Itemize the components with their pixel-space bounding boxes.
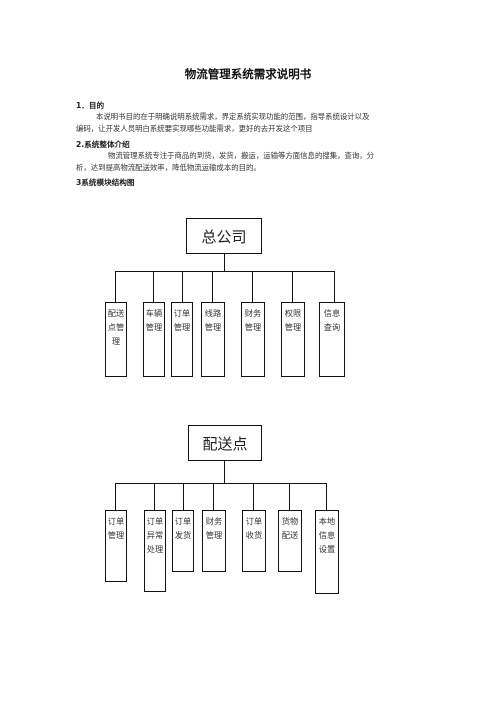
module-box: 本地信息设置 (315, 510, 339, 594)
connector-line (183, 483, 184, 510)
module-box: 财务管理 (241, 302, 265, 377)
module-box: 订单发货 (172, 510, 194, 572)
connector-line (224, 254, 225, 271)
connector-line (115, 271, 116, 302)
connector-line (289, 483, 290, 510)
section-1-heading: 1．目的 (76, 101, 105, 110)
module-box: 订单收货 (242, 510, 266, 572)
connector-line (326, 483, 327, 510)
connector-line (252, 271, 253, 302)
connector-line (154, 483, 155, 510)
module-box: 权限管理 (281, 302, 305, 377)
module-box: 货物配送 (278, 510, 302, 572)
section-2-line-2: 析，达到提高物流配送效率，降低物流运输成本的目的。 (76, 163, 261, 172)
module-box: 线路管理 (201, 302, 225, 377)
section-1-line-2: 编码，让开发人员明白系统要实现哪些功能需求，更好的去开发这个项目 (76, 124, 313, 133)
chart-root-box: 配送点 (188, 425, 262, 461)
connector-line (253, 483, 254, 510)
connector-line (212, 271, 213, 302)
module-box: 订单管理 (105, 510, 127, 582)
connector-bar (115, 483, 327, 484)
module-box: 配送点管理 (105, 302, 127, 377)
section-3-heading: 3系统模块结构图 (76, 178, 135, 187)
module-box: 财务管理 (202, 510, 226, 572)
connector-line (115, 483, 116, 510)
chart-root-box: 总公司 (186, 218, 262, 254)
section-1-line-1: 本说明书目的在于明确说明系统需求，界定系统实现功能的范围，指导系统设计以及 (96, 112, 370, 121)
module-box: 订单异常处理 (144, 510, 166, 592)
module-box: 信息查询 (319, 302, 345, 377)
connector-line (213, 483, 214, 510)
connector-line (292, 271, 293, 302)
module-box: 订单管理 (171, 302, 193, 377)
document-title: 物流管理系统需求说明书 (184, 67, 312, 81)
connector-line (334, 271, 335, 302)
section-2-heading: 2.系统整体介绍 (76, 140, 130, 149)
connector-line (182, 271, 183, 302)
module-box: 车辆管理 (143, 302, 165, 377)
connector-line (224, 461, 225, 483)
section-2-line-1: 物流管理系统专注于商品的到货，发货，搬运，运输等方面信息的搜集，查询，分 (108, 151, 375, 160)
connector-line (153, 271, 154, 302)
connector-bar (115, 271, 334, 272)
